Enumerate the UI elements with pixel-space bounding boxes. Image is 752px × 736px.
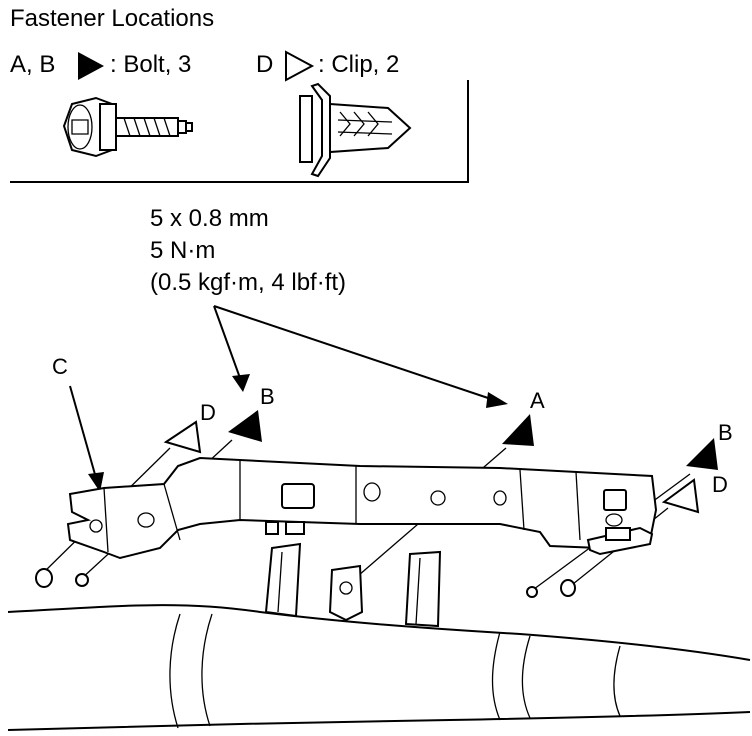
bracket — [66, 456, 658, 560]
spec-arrowhead-b — [232, 374, 250, 392]
callout-c-leader — [69, 385, 97, 479]
clip-legend-icon — [285, 50, 315, 82]
bolt-part-left — [75, 573, 89, 587]
legend-clip-text: : Clip, 2 — [318, 51, 399, 78]
spec-thread-size: 5 x 0.8 mm — [150, 205, 269, 232]
legend-bolt-letters: A, B — [10, 51, 55, 78]
spec-torque-imperial: (0.5 kgf·m, 4 lbf·ft) — [150, 269, 346, 296]
bolt-marker-a-icon — [502, 414, 534, 446]
spec-torque-nm: 5 N·m — [150, 237, 215, 264]
bolt-marker-right-icon — [686, 438, 718, 470]
legend-clip-letter: D — [256, 51, 273, 78]
page-title: Fastener Locations — [10, 5, 214, 32]
legend-bolt-text: : Bolt, 3 — [110, 51, 191, 78]
bolt-legend-icon — [78, 52, 104, 80]
clip-part-left — [35, 568, 53, 588]
callout-d-right-label: D — [712, 472, 728, 497]
spec-leader-to-a — [213, 305, 495, 401]
callout-b-left-label: B — [260, 384, 275, 409]
bolt-part-right — [526, 586, 538, 598]
spec-arrowhead-a — [486, 392, 508, 408]
callout-a-label: A — [530, 388, 545, 413]
clip-part-right — [560, 579, 576, 597]
clip-illustration — [299, 82, 412, 178]
clip-marker-right-icon — [661, 478, 700, 514]
bolt-illustration — [62, 96, 193, 158]
callout-b-right-label: B — [718, 420, 733, 445]
callout-d-left-label: D — [200, 400, 216, 425]
spec-leader-to-b — [213, 305, 241, 379]
body-rail — [7, 604, 751, 731]
mounting-pedestals — [264, 542, 442, 628]
callout-c-label: C — [52, 354, 68, 379]
clip-marker-left-icon — [163, 420, 202, 454]
bolt-marker-left-icon — [228, 410, 262, 442]
callout-c-arrowhead — [88, 472, 104, 492]
legend-frame — [10, 80, 469, 183]
